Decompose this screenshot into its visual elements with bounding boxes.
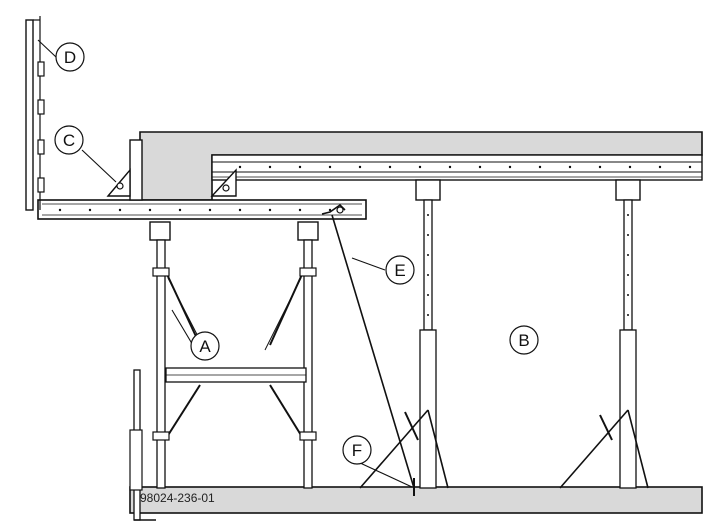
slab-formwork (139, 131, 703, 201)
shoring-tower (149, 221, 319, 489)
label-E: E (394, 261, 405, 280)
label-A: A (199, 337, 211, 356)
lower-edge-protection (129, 369, 156, 521)
callout-E: E (385, 255, 415, 285)
slab-props (359, 179, 649, 489)
label-D: D (64, 48, 76, 67)
leader-lines (37, 39, 413, 488)
callout-B: B (509, 325, 539, 355)
platform-deck (37, 199, 367, 220)
label-C: C (63, 131, 75, 150)
stop-end-bracket (106, 139, 237, 201)
floor-slab (129, 486, 703, 514)
label-F: F (352, 441, 362, 460)
callout-C: C (54, 125, 84, 155)
tie-back-brace (321, 203, 415, 489)
drawing-code: 98024-236-01 (140, 491, 215, 505)
label-B: B (518, 331, 529, 350)
edge-guardrail (25, 16, 45, 211)
callout-D: D (55, 42, 85, 72)
callout-F: F (342, 435, 372, 465)
callout-A: A (190, 331, 220, 361)
